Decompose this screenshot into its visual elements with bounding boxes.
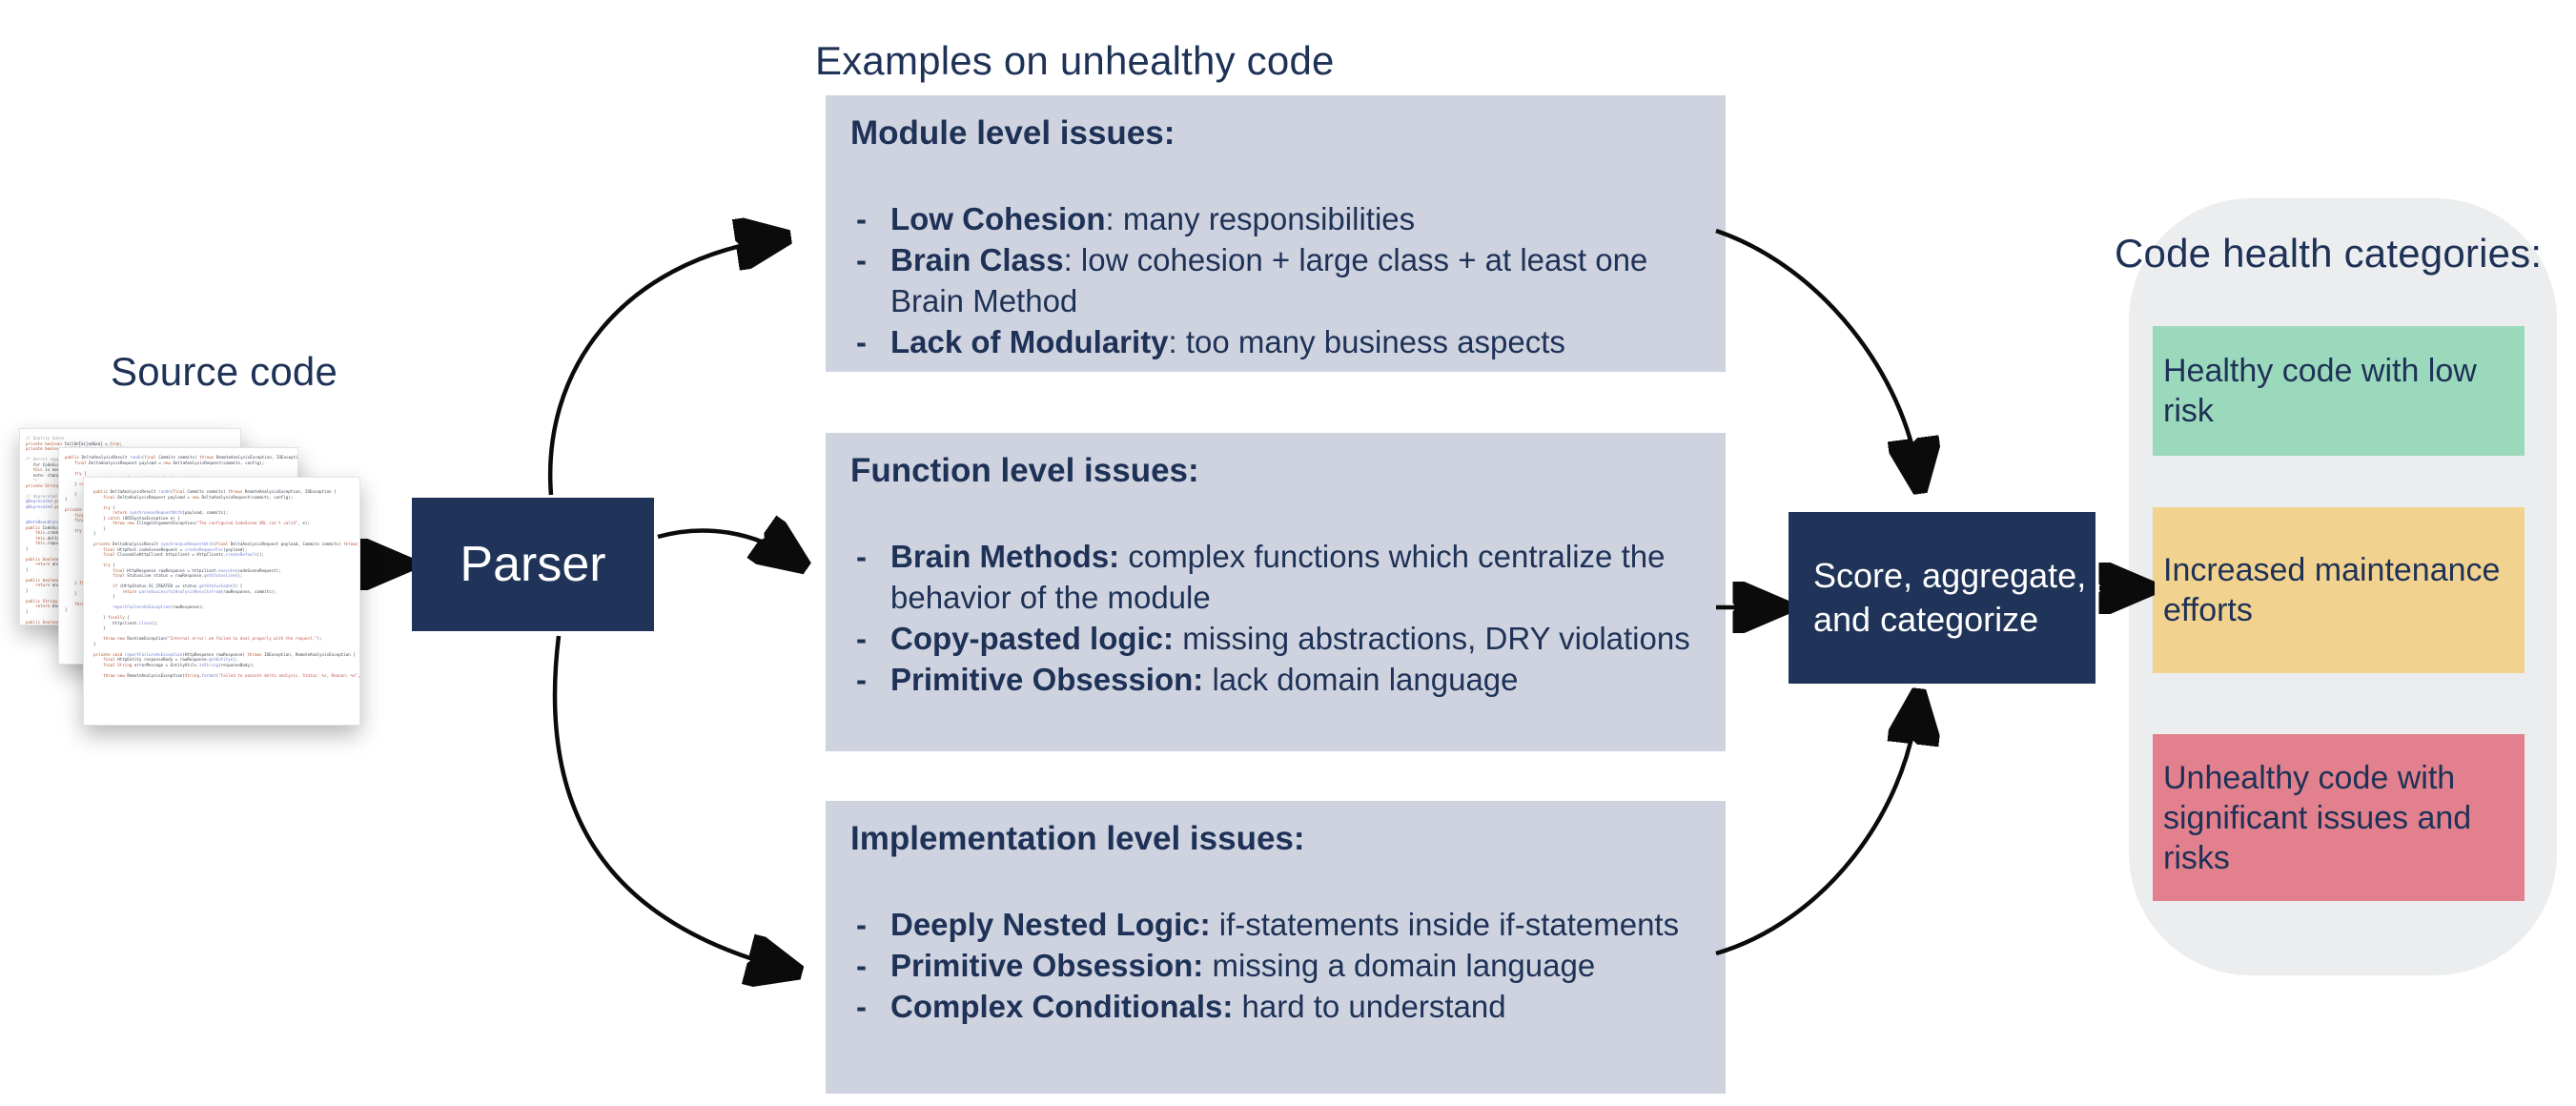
issue-item: -Lack of Modularity: too many business a… (850, 321, 1701, 362)
issue-box-title: Implementation level issues: (850, 820, 1305, 857)
category-increased-maintenance: Increased maintenance efforts (2153, 507, 2525, 673)
score-label-line2: and categorize (1813, 600, 2039, 639)
bullet-dash: - (856, 621, 867, 656)
issue-desc: : low cohesion + large class + at least … (890, 242, 1648, 318)
issue-item: -Primitive Obsession: missing a domain l… (850, 945, 1701, 986)
issue-term: Lack of Modularity (890, 324, 1169, 359)
issue-term: Primitive Obsession: (890, 948, 1204, 983)
issue-list: -Low Cohesion: many responsibilities -Br… (850, 198, 1701, 362)
bullet-dash: - (856, 201, 867, 236)
score-aggregate-node: Score, aggregate, and categorize (1789, 512, 2096, 684)
issue-term: Low Cohesion (890, 201, 1106, 236)
issue-item: -Copy-pasted logic: missing abstractions… (850, 618, 1701, 659)
issue-term: Deeply Nested Logic: (890, 907, 1211, 942)
bullet-dash: - (856, 907, 867, 942)
issue-term: Complex Conditionals: (890, 989, 1234, 1024)
bullet-dash: - (856, 662, 867, 697)
issue-item: -Deeply Nested Logic: if-statements insi… (850, 904, 1701, 945)
bullet-dash: - (856, 539, 867, 574)
bullet-dash: - (856, 324, 867, 359)
issue-list: -Deeply Nested Logic: if-statements insi… (850, 904, 1701, 1027)
score-label-line1: Score, aggregate, (1813, 556, 2087, 595)
issue-item: -Low Cohesion: many responsibilities (850, 198, 1701, 239)
issue-desc: : too many business aspects (1168, 324, 1565, 359)
issue-desc: : many responsibilities (1105, 201, 1416, 236)
bullet-dash: - (856, 989, 867, 1024)
issue-item: -Brain Class: low cohesion + large class… (850, 239, 1701, 321)
arrow-implementation-to-score (1715, 706, 1917, 956)
issue-box-title: Function level issues: (850, 452, 1199, 489)
function-level-issues-box: Function level issues: -Brain Methods: c… (826, 433, 1726, 751)
examples-heading: Examples on unhealthy code (815, 38, 1335, 83)
issue-desc: missing abstractions, DRY violations (1174, 621, 1690, 656)
issue-desc: complex functions which centralize the b… (890, 539, 1666, 615)
source-code-heading: Source code (110, 349, 338, 394)
parser-label: Parser (460, 537, 606, 592)
issue-term: Brain Class (890, 242, 1064, 277)
category-label: Increased maintenance efforts (2163, 552, 2501, 628)
bullet-dash: - (856, 948, 867, 983)
module-level-issues-box: Module level issues: -Low Cohesion: many… (826, 95, 1726, 372)
issue-item: -Complex Conditionals: hard to understan… (850, 986, 1701, 1027)
arrow-parser-to-module (547, 239, 774, 496)
arrow-parser-to-implementation (552, 635, 786, 969)
arrow-module-to-score (1715, 228, 1918, 477)
issue-desc: if-statements inside if-statements (1210, 907, 1680, 942)
code-page-front: public DeltaAnalysisResult runOn(final C… (83, 477, 360, 726)
issue-term: Primitive Obsession: (890, 662, 1204, 697)
arrow-parser-to-function (657, 530, 793, 559)
parser-node: Parser (412, 498, 654, 631)
issue-term: Brain Methods: (890, 539, 1120, 574)
issue-desc: lack domain language (1203, 662, 1519, 697)
issue-list: -Brain Methods: complex functions which … (850, 536, 1701, 700)
bullet-dash: - (856, 242, 867, 277)
issue-box-title: Module level issues: (850, 114, 1176, 152)
category-label: Healthy code with low risk (2163, 353, 2477, 429)
implementation-level-issues-box: Implementation level issues: -Deeply Nes… (826, 801, 1726, 1094)
category-healthy-code: Healthy code with low risk (2153, 326, 2525, 456)
category-label: Unhealthy code with significant issues a… (2163, 759, 2472, 876)
issue-item: -Primitive Obsession: lack domain langua… (850, 659, 1701, 700)
code-text: public DeltaAnalysisResult runOn(final C… (93, 489, 360, 678)
issue-desc: hard to understand (1233, 989, 1506, 1024)
issue-term: Copy-pasted logic: (890, 621, 1175, 656)
category-unhealthy-code: Unhealthy code with significant issues a… (2153, 734, 2525, 901)
issue-desc: missing a domain language (1203, 948, 1596, 983)
issue-item: -Brain Methods: complex functions which … (850, 536, 1701, 618)
code-health-heading: Code health categories: (2115, 231, 2543, 276)
